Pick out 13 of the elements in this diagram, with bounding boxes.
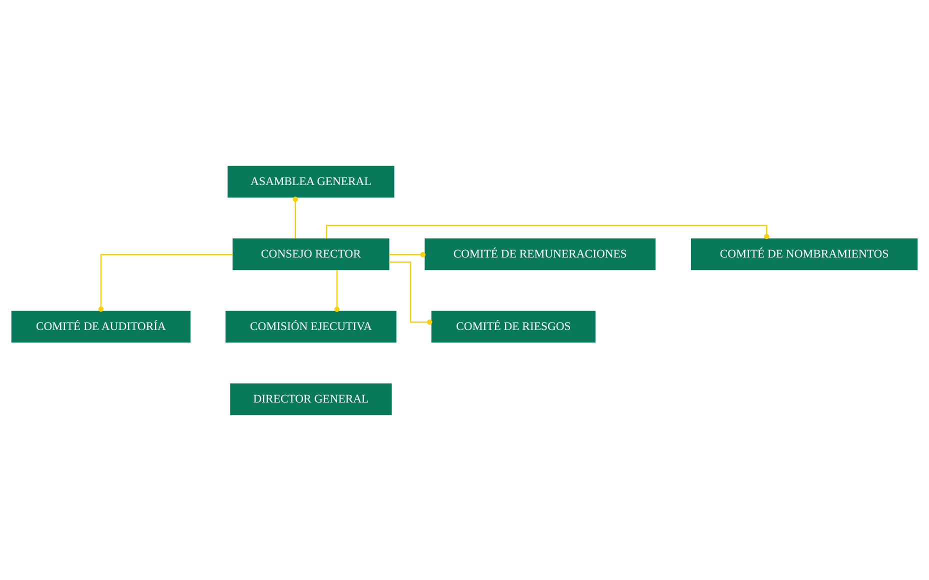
node-box: COMITÉ DE REMUNERACIONES <box>424 238 656 270</box>
node-box: COMITÉ DE RIESGOS <box>431 310 596 342</box>
connector <box>292 196 298 238</box>
connector <box>389 252 426 257</box>
connector <box>98 254 233 312</box>
node-box: CONSEJO RECTOR <box>232 238 390 270</box>
node-box: COMITÉ DE AUDITORÍA <box>11 310 191 342</box>
node-box: COMISIÓN EJECUTIVA <box>226 310 396 342</box>
node-box: COMITÉ DE NOMBRAMIENTOS <box>690 238 918 270</box>
connector <box>388 261 432 324</box>
node-box: ASAMBLEA GENERAL <box>228 165 394 198</box>
node-box: DIRECTOR GENERAL <box>230 382 392 415</box>
connector <box>334 269 340 312</box>
